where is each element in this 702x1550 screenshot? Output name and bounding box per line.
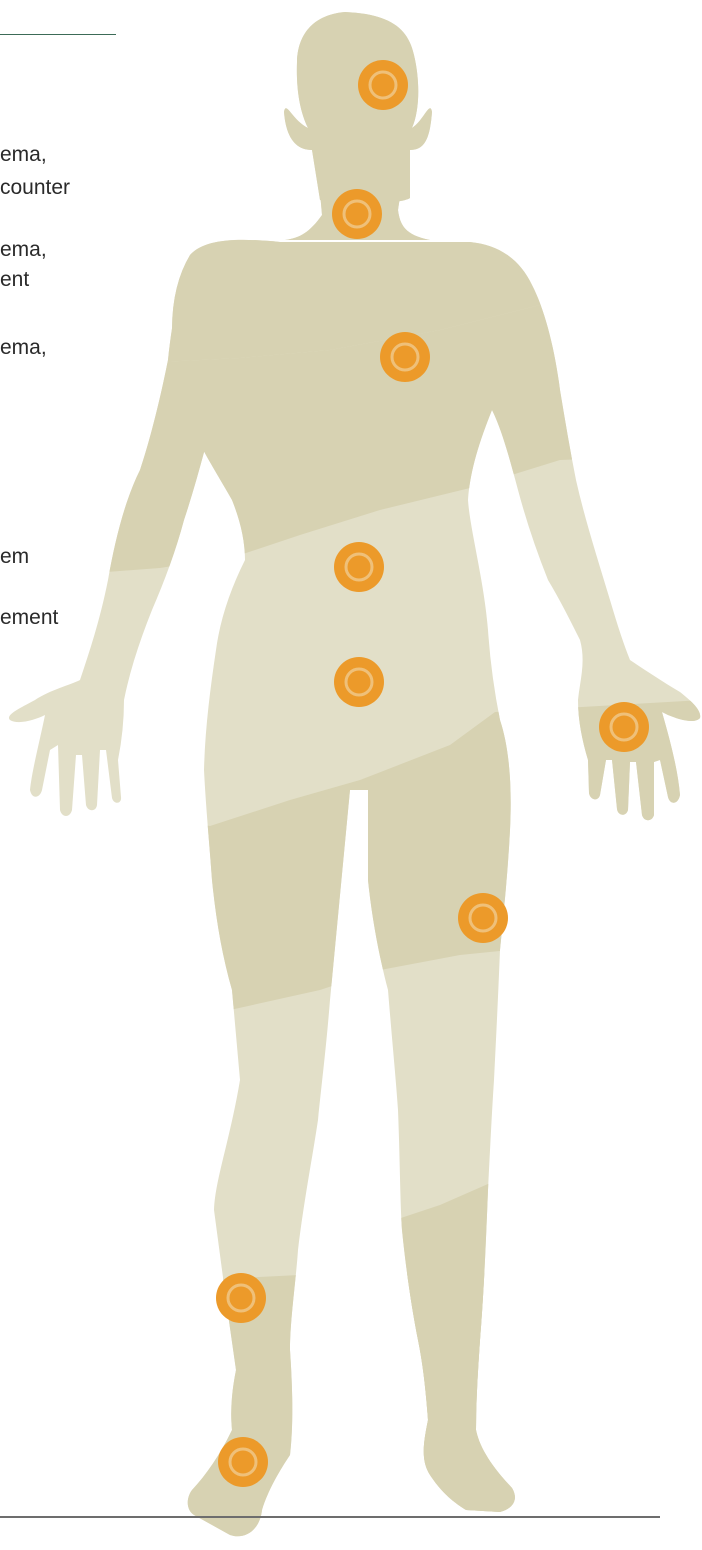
marker-right-knee[interactable] xyxy=(458,893,508,943)
marker-pelvis[interactable] xyxy=(334,657,384,707)
marker-left-shin[interactable] xyxy=(216,1273,266,1323)
marker-chest[interactable] xyxy=(380,332,430,382)
marker-left-hand[interactable] xyxy=(599,702,649,752)
marker-neck[interactable] xyxy=(332,189,382,239)
band-left-shin xyxy=(0,1270,702,1550)
marker-head[interactable] xyxy=(358,60,408,110)
marker-left-ankle[interactable] xyxy=(218,1437,268,1487)
band-head xyxy=(0,0,702,362)
marker-abdomen[interactable] xyxy=(334,542,384,592)
bottom-divider xyxy=(0,1516,660,1518)
